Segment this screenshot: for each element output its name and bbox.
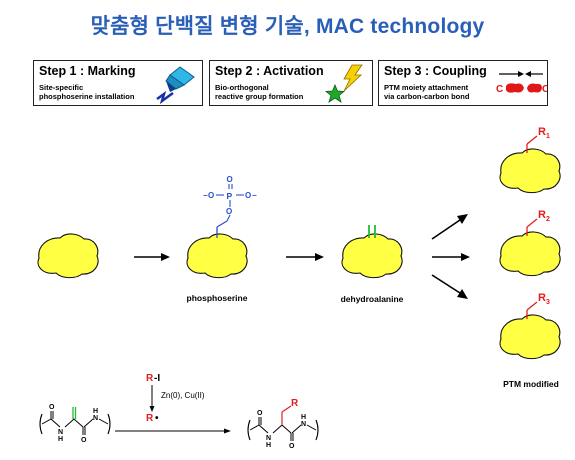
step-3-box: Step 3 : Coupling PTM moiety attachment …: [378, 60, 548, 106]
step-2-desc-line1: Bio-orthogonal: [215, 83, 269, 92]
product-o-left: O: [257, 410, 263, 417]
phosphate-minus-right: −: [252, 191, 257, 200]
product-r: R: [291, 398, 299, 409]
step-1-desc-line1: Site-specific: [39, 83, 84, 92]
phosphate-p: P: [227, 191, 233, 201]
step-2-description: Bio-orthogonal reactive group formation: [215, 83, 303, 101]
product-h-left: H: [266, 442, 271, 449]
step-3-desc-line2: via carbon-carbon bond: [384, 92, 470, 101]
protein-r2: [499, 231, 561, 277]
lightning-star-icon: [324, 64, 363, 103]
product-n-right: N: [301, 421, 306, 428]
coupling-arrows-icon: C C: [496, 71, 547, 95]
r1-side-chain: R 1: [526, 126, 550, 153]
radical-dot: •: [155, 413, 159, 424]
radical-r: R: [146, 413, 154, 424]
reaction-scheme: R -I Zn(0), Cu(II) R • O N H: [39, 373, 319, 450]
reactant-o-left: O: [49, 404, 55, 411]
dehydroalanine-label: dehydroalanine: [341, 294, 404, 304]
r1-letter: R: [538, 126, 546, 138]
phosphate-minus-left: −: [203, 191, 208, 200]
reactant-h-right: H: [93, 408, 98, 415]
product-n-left: N: [266, 435, 271, 442]
reactant-structure: O N H O N H: [39, 404, 111, 444]
step-3-c-right: C: [542, 84, 547, 95]
alkene-double-bond: [368, 225, 376, 238]
step-1-title: Step 1 : Marking: [39, 64, 136, 78]
arrow-step2: [286, 253, 324, 261]
product-h-right: H: [301, 414, 306, 421]
protein-phosphoserine: [186, 233, 248, 279]
product-structure: O N H R O N H: [247, 398, 319, 450]
step-1-desc-line2: phosphoserine installation: [39, 92, 135, 101]
protein-r1: [499, 148, 561, 194]
r3-subscript: 3: [546, 299, 550, 306]
step-1-box: Step 1 : Marking Site-specific phosphose…: [33, 60, 203, 106]
step-2-box: Step 2 : Activation Bio-orthogonal react…: [209, 60, 373, 106]
phosphate-group: O P O − O − O: [203, 175, 257, 238]
reactant-n-right: N: [93, 415, 98, 422]
phosphoserine-label: phosphoserine: [187, 293, 248, 303]
step-3-c-left: C: [496, 84, 503, 95]
phosphate-o-top: O: [227, 175, 233, 184]
step-3-description: PTM moiety attachment via carbon-carbon …: [384, 83, 469, 101]
r2-subscript: 2: [546, 216, 550, 223]
page-title: 맞춤형 단백질 변형 기술, MAC technology: [90, 15, 485, 38]
r3-side-chain: R 3: [526, 292, 550, 319]
phosphate-ester-o: O: [226, 207, 232, 216]
ptm-modified-label: PTM modified: [503, 379, 559, 389]
product-o-right: O: [289, 443, 295, 450]
marker-pen-icon: [156, 66, 195, 105]
r2-side-chain: R 2: [526, 209, 550, 236]
step-3-title: Step 3 : Coupling: [384, 64, 487, 78]
phosphate-o-left: O: [208, 191, 214, 200]
reactant-h-left: H: [58, 436, 63, 443]
step-3-desc-line1: PTM moiety attachment: [384, 83, 469, 92]
protein-dehydroalanine: [341, 233, 403, 279]
reactant-o-right: O: [81, 437, 87, 444]
reagent-iodide: -I: [154, 373, 160, 384]
r3-letter: R: [538, 292, 546, 304]
step-2-desc-line2: reactive group formation: [215, 92, 304, 101]
protein-r3: [499, 314, 561, 360]
phosphate-o-right: O: [245, 191, 251, 200]
r1-subscript: 1: [546, 133, 550, 140]
reagent-r: R: [146, 373, 154, 384]
reaction-conditions: Zn(0), Cu(II): [161, 391, 205, 400]
step-2-title: Step 2 : Activation: [215, 64, 324, 78]
arrow-step1: [134, 253, 170, 261]
arrow-branch-down: [431, 274, 468, 299]
arrow-branch-up: [431, 214, 468, 240]
r2-letter: R: [538, 209, 546, 221]
arrow-branch-mid: [432, 253, 470, 261]
protein-initial: [37, 233, 99, 279]
step-1-description: Site-specific phosphoserine installation: [39, 83, 134, 101]
reactant-n-left: N: [58, 429, 63, 436]
